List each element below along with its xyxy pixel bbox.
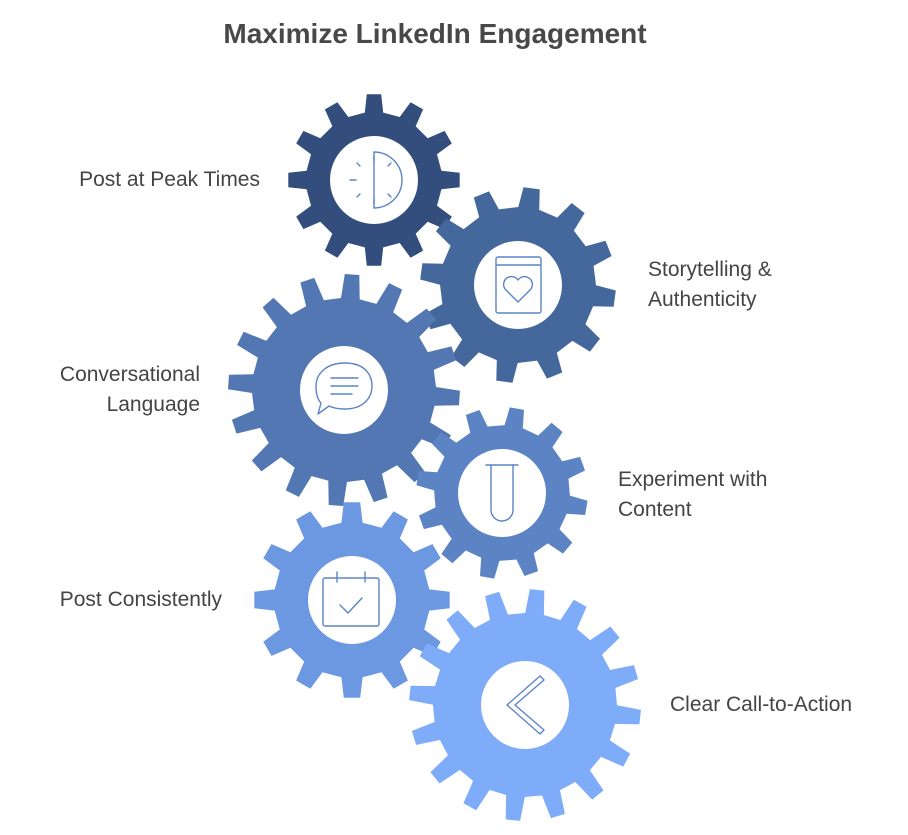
chevron-left-icon [506, 675, 545, 735]
gear-peak-times [288, 94, 460, 266]
clock-icon [349, 151, 403, 209]
gear-hub-call-to-action [481, 661, 569, 749]
label-storytelling: Storytelling & Authenticity [648, 258, 772, 311]
speech-bubble-icon [315, 362, 373, 415]
gear-hub-storytelling [474, 241, 562, 329]
gear-consistently [254, 502, 450, 698]
label-consistently: Post Consistently [59, 588, 222, 611]
gear-storytelling [420, 187, 616, 383]
diagram-title: Maximize LinkedIn Engagement [223, 18, 647, 49]
label-experiment: Experiment with Content [618, 468, 768, 521]
calendar-check-icon [322, 571, 380, 627]
gear-call-to-action [409, 589, 641, 821]
gear-hub-experiment [458, 449, 546, 537]
test-tube-icon [485, 464, 519, 522]
gear-conversational [228, 274, 460, 506]
label-call-to-action: Clear Call-to-Action [670, 693, 853, 716]
gear-experiment [416, 407, 588, 579]
gear-hub-consistently [308, 556, 396, 644]
book-heart-icon [495, 256, 542, 314]
label-peak-times: Post at Peak Times [79, 168, 260, 191]
gear-hub-conversational [300, 346, 388, 434]
label-conversational: Conversational Language [59, 363, 200, 416]
